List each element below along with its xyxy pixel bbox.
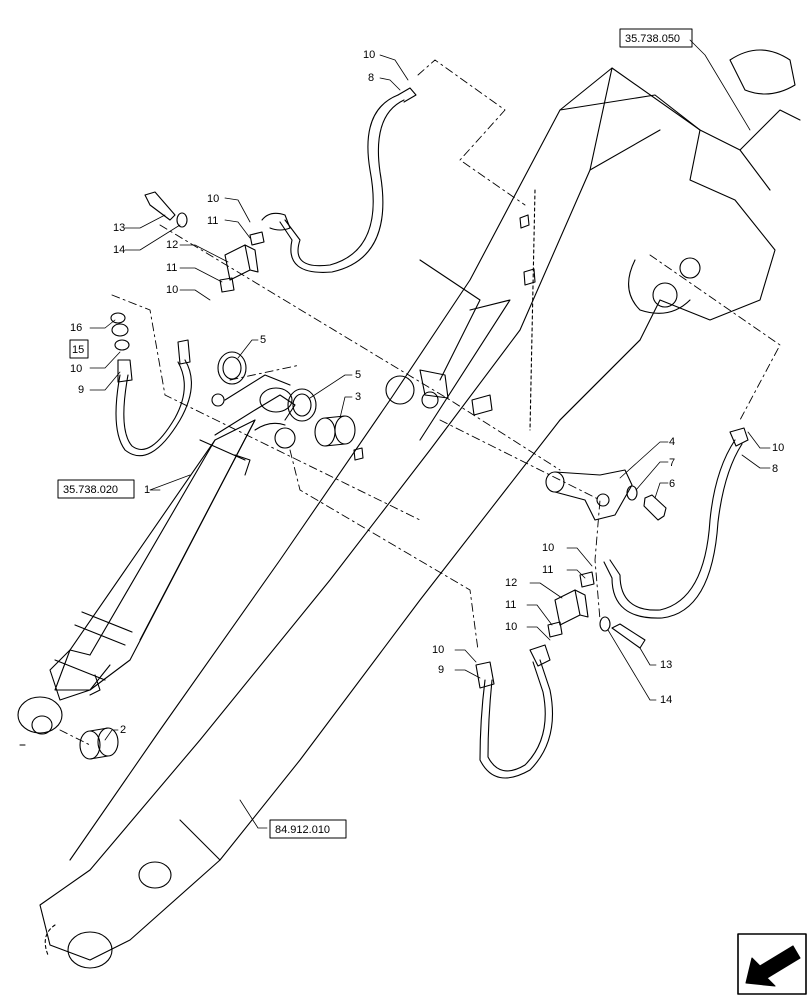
callout-4: 4: [669, 436, 675, 448]
ref-label-bottom[interactable]: 84.912.010: [275, 824, 330, 836]
bushing-2: [79, 727, 119, 760]
reference-labels: 35.738.050 35.738.020 84.912.010: [63, 33, 680, 836]
callout-9: 9: [78, 384, 84, 396]
bolt-13-top: [144, 191, 188, 228]
callout-10: 10: [363, 49, 375, 61]
callout-11: 11: [207, 215, 218, 227]
hydraulic-cylinder: [17, 374, 296, 746]
pin-4: [545, 469, 633, 521]
callout-8: 8: [368, 72, 374, 84]
callout-5: 5: [355, 369, 361, 381]
page-arrow-icon[interactable]: [737, 933, 807, 995]
assembly-guide-lines: [59, 59, 781, 746]
fittings-15-16: [110, 312, 130, 351]
callout-13: 13: [660, 659, 672, 671]
block-12-top: [224, 244, 259, 281]
leader-lines: [89, 39, 771, 829]
callout-10: 10: [432, 644, 444, 656]
fittings-11-bottom: [547, 571, 595, 638]
fittings-11-top: [219, 231, 265, 293]
callout-10: 10: [207, 193, 219, 205]
ref-label-top[interactable]: 35.738.050: [625, 33, 680, 45]
callout-13: 13: [113, 222, 125, 234]
shim-5a: [217, 351, 247, 385]
ref-box-top[interactable]: [619, 28, 693, 48]
callout-15: 15: [72, 344, 84, 356]
callout-10: 10: [505, 621, 517, 633]
callout-10: 10: [70, 363, 82, 375]
hose-8-top: [261, 87, 417, 273]
washer-7: [626, 485, 638, 501]
callout-14: 14: [113, 244, 125, 256]
part-callouts: 10 8 10 11 13 14 12 11 10 16 15 10 9 5 5…: [70, 49, 784, 736]
callout-7: 7: [669, 457, 675, 469]
shim-5b: [287, 388, 317, 422]
callout-10: 10: [542, 542, 554, 554]
bolt-6: [643, 494, 667, 521]
callout-10: 10: [166, 284, 178, 296]
ref-box-left[interactable]: [57, 479, 135, 499]
block-12-bottom: [554, 589, 589, 626]
hose-9-left: [115, 339, 192, 457]
callout-11: 11: [542, 564, 553, 576]
callout-3: 3: [355, 391, 361, 403]
hose-8-right: [603, 427, 749, 619]
callout-1: 1: [144, 484, 150, 496]
ref-label-left[interactable]: 35.738.020: [63, 484, 118, 496]
callout-9: 9: [438, 664, 444, 676]
callout-8: 8: [772, 463, 778, 475]
callout-12: 12: [166, 239, 178, 251]
bolt-13-bottom: [599, 616, 646, 649]
hose-9-bottom: [475, 644, 553, 779]
boom-arm: [39, 49, 801, 969]
callout-14: 14: [660, 694, 672, 706]
callout-box-15: [69, 339, 89, 359]
callout-2: 2: [120, 724, 126, 736]
bushing-3: [314, 415, 356, 447]
callout-16: 16: [70, 322, 82, 334]
callout-11: 11: [166, 262, 177, 274]
ref-box-bottom[interactable]: [269, 819, 347, 839]
callout-5: 5: [260, 334, 266, 346]
callout-12: 12: [505, 577, 517, 589]
callout-10: 10: [772, 442, 784, 454]
callout-11: 11: [505, 599, 516, 611]
callout-6: 6: [669, 478, 675, 490]
